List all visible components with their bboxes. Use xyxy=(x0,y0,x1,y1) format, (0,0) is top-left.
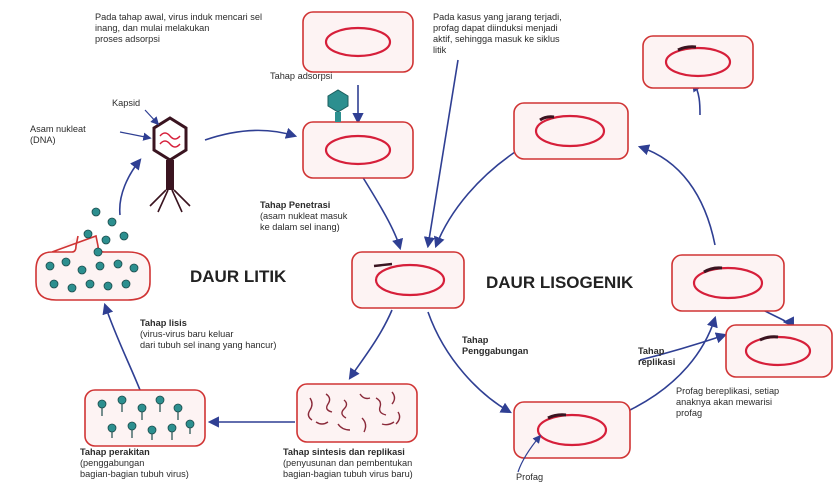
synthesis-label: Tahap sintesis dan replikasi (penyusunan… xyxy=(283,442,417,479)
replication-label: Tahap replikasi xyxy=(638,341,675,367)
penetration-label: Tahap Penetrasi (asam nukleat masuk ke d… xyxy=(260,195,352,232)
cell-synthesis xyxy=(296,383,418,443)
cell-initial xyxy=(302,11,414,73)
arrow-integration-to-replicated xyxy=(629,315,718,411)
adsorption-label: Tahap adsorpsi xyxy=(270,71,332,81)
arrow-center-to-integration xyxy=(427,311,512,414)
bacteriophage-icon xyxy=(119,109,191,213)
arrow-penetration-to-center xyxy=(361,175,403,251)
intro-text: Pada tahap awal, virus induk mencari sel… xyxy=(95,12,265,44)
cell-assembly xyxy=(84,389,206,447)
assembly-label: Tahap perakitan (penggabungan bagian-bag… xyxy=(80,442,189,479)
cell-lysogenic-right xyxy=(671,254,785,312)
arrow-upper-to-center xyxy=(434,149,519,249)
arrow-replication-offshoot xyxy=(639,332,728,361)
arrow-center-to-synthesis xyxy=(348,309,393,380)
arrow-replicated-to-upper xyxy=(637,144,716,246)
cell-adsorption xyxy=(302,121,414,179)
cell-center xyxy=(351,251,465,309)
lysogenic-cycle-title: DAUR LISOGENIK xyxy=(486,273,634,292)
lytic-cycle-title: DAUR LITIK xyxy=(190,267,287,286)
arrow-phage-to-cell xyxy=(204,127,298,141)
rare-case-text: Pada kasus yang jarang terjadi, profag d… xyxy=(433,12,564,55)
new-virus-particles xyxy=(45,207,139,293)
arrow-lysis-to-phage xyxy=(118,158,142,216)
cell-replicated-right xyxy=(725,324,833,378)
prophage-replicates-text: Profag bereplikasi, setiap anaknya akan … xyxy=(676,386,782,418)
assembling-virus-parts xyxy=(97,395,195,440)
prophage-label: Profag xyxy=(516,472,543,482)
cycle-arrows xyxy=(102,59,794,428)
cell-integration xyxy=(513,401,631,473)
arrow-rare-induction xyxy=(423,59,459,249)
capsid-label: Kapsid xyxy=(112,98,140,108)
cell-lysis xyxy=(35,207,151,301)
phage-attaching-icon xyxy=(327,89,349,122)
integration-label: Tahap Penggabungan xyxy=(462,330,529,356)
arrow-assembly-to-lysis xyxy=(102,302,141,391)
cell-lysogenic-upper xyxy=(513,102,629,160)
nucleic-acid-label: Asam nukleat (DNA) xyxy=(30,124,88,145)
lysis-label: Tahap lisis (virus-virus baru keluar dar… xyxy=(140,313,276,350)
cell-top-right xyxy=(642,35,754,89)
